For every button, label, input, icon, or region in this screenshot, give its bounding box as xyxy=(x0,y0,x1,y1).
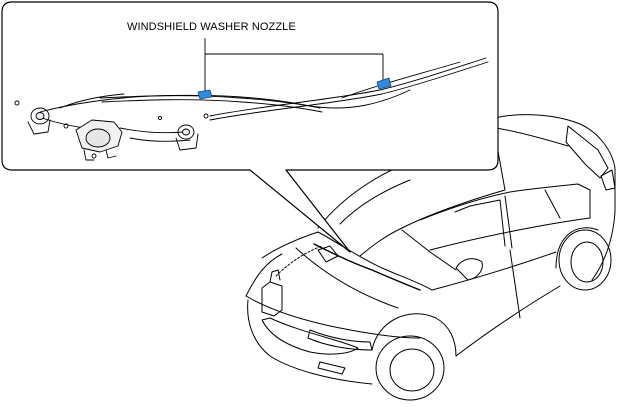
washer-hose-under-hood xyxy=(275,245,323,277)
vehicle-front-wheel xyxy=(375,335,445,401)
vehicle-illustration xyxy=(245,114,616,401)
vehicle-a-pillar xyxy=(401,229,457,271)
washer-nozzle-left xyxy=(197,89,213,100)
wiper-pivot-left xyxy=(30,107,50,125)
wiper-linkage-lower xyxy=(129,137,191,142)
washer-hose-detail xyxy=(39,89,411,113)
vehicle-front-wheel-rim xyxy=(389,348,435,392)
vehicle-roof-rail xyxy=(495,127,569,147)
vehicle-rear-wheel-rim xyxy=(570,241,604,283)
vehicle-hood-front xyxy=(245,295,421,339)
vehicle-tail-light xyxy=(600,169,616,191)
washer-nozzle-right xyxy=(376,77,392,90)
washer-nozzles xyxy=(197,77,392,100)
wiper-motor-on-vehicle xyxy=(317,245,339,263)
vehicle-front-bumper xyxy=(247,299,373,385)
wiper-linkage-right xyxy=(119,127,185,134)
wiper-blade-long xyxy=(209,57,487,117)
wiper-linkage-on-vehicle xyxy=(313,243,421,291)
vehicle-windshield-inner xyxy=(339,179,411,225)
wiper-pivot-right xyxy=(177,124,195,140)
wiper-pivot-left-cap xyxy=(35,112,45,120)
vehicle-hood xyxy=(261,231,433,291)
vehicle-rear-wheel xyxy=(558,229,612,291)
nozzle-leader-lines xyxy=(204,38,384,92)
vehicle-front-wheel-arch xyxy=(371,313,457,357)
vehicle-door-line xyxy=(431,251,557,291)
wiper-pivot-right-cap xyxy=(182,128,190,136)
vehicle-b-pillar xyxy=(504,195,513,249)
wiper-blade-short xyxy=(99,95,321,109)
magnify-callout-bubble xyxy=(1,1,499,253)
wiper-pivot-right-bracket xyxy=(175,133,199,151)
vehicle-side-sill xyxy=(455,285,561,357)
wiper-blade-long-edge xyxy=(209,61,489,121)
wiper-arm-long xyxy=(341,61,461,99)
wiper-pivot-left-bracket xyxy=(27,119,51,135)
vehicle-door-seam xyxy=(509,249,521,319)
mount-bolt-4 xyxy=(91,153,97,159)
vehicle-c-pillar xyxy=(544,189,561,219)
wiper-motor-mount xyxy=(83,149,117,161)
vehicle-hood-crease xyxy=(295,247,399,309)
wiper-motor-housing xyxy=(85,128,111,148)
vehicle-headlight xyxy=(307,329,373,351)
vehicle-roof-outline xyxy=(494,114,616,281)
washer-reservoir-neck xyxy=(269,269,281,283)
vehicle-window-trim xyxy=(454,199,506,247)
wiper-assembly-detail xyxy=(14,57,489,161)
mount-bolt-5 xyxy=(157,115,163,121)
vehicle-side-windows xyxy=(419,183,591,251)
vehicle-hood-edge xyxy=(245,253,283,297)
vehicle-rear-hatch xyxy=(565,125,609,179)
vehicle-grille xyxy=(261,317,359,355)
washer-nozzle-label: WINDSHIELD WASHER NOZZLE xyxy=(127,21,296,33)
wiper-blade-short-edge xyxy=(101,99,323,113)
vehicle-rear-wheel-arch xyxy=(555,227,599,269)
mount-bolt-2 xyxy=(203,113,209,119)
mount-bolt-1 xyxy=(14,100,20,106)
mount-bolt-3 xyxy=(63,123,69,129)
vehicle-fog-light xyxy=(317,361,346,375)
